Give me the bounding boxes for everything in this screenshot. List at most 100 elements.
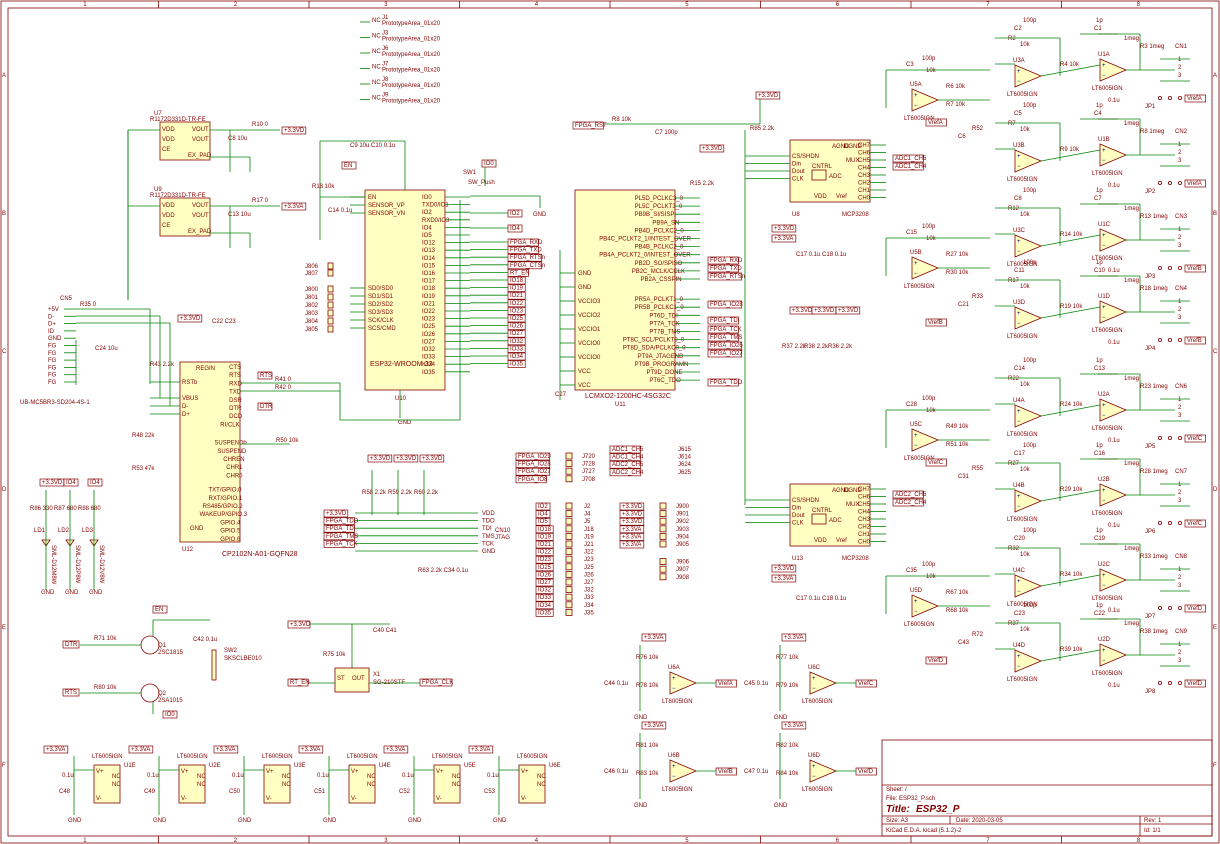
opamp-plus: + — [914, 93, 918, 99]
channel-connector: CN2 — [1175, 129, 1188, 135]
fpga-pin: PB2C_MCLK/CCLK — [632, 269, 685, 275]
resistor: R12 — [1008, 206, 1020, 212]
opamp-ref: U5D — [910, 588, 923, 594]
adc-block: ADC — [829, 518, 842, 524]
jumper-ref: J805 — [305, 327, 319, 333]
resistor: 10k — [926, 408, 937, 414]
jumper-ref: J32 — [584, 588, 594, 594]
fpga-power-pin: GND — [578, 271, 592, 277]
capacitor: C27 — [555, 392, 567, 398]
svg-text:IO0: IO0 — [484, 161, 494, 167]
opamp-ref: U3D — [1013, 300, 1026, 306]
sw2-value: SKSCLBE010 — [224, 656, 262, 662]
esp32-net: IO18 — [510, 278, 524, 284]
resistor: R27 — [1008, 461, 1020, 467]
opamp-minus: − — [1017, 419, 1021, 425]
opamp-minus: − — [1102, 413, 1106, 419]
capacitor: C6 — [958, 134, 966, 140]
nc-mark: NC — [372, 65, 381, 71]
jumper-ref: JP5 — [1145, 444, 1156, 450]
adc-pin: CS/SHDN — [792, 498, 819, 504]
power-net: +3.3VA — [774, 236, 793, 242]
opamp-value: LT6005IGN — [1092, 511, 1123, 517]
capacitor: 100p — [922, 224, 936, 230]
channel-connector: CN9 — [1175, 629, 1188, 635]
power-net: +3.3VA — [131, 747, 150, 753]
esp32-pin: RXD0/IO3 — [422, 218, 450, 224]
opamp-ref: U1B — [1098, 137, 1110, 143]
svg-text:C40 C41: C40 C41 — [373, 628, 397, 634]
opamp-channels: +−U1ALT6005IGN+−U3ALT6005IGNCN11231pC11m… — [885, 18, 1206, 695]
capacitor: C22 C23 — [212, 319, 236, 325]
usb-pin: D+ — [182, 412, 190, 418]
usb-conn-pin: ID — [48, 329, 55, 335]
opamp-value: LT6005IGN — [662, 699, 693, 705]
svg-text:+3.3VD: +3.3VD — [290, 622, 311, 628]
esp32-pin: IO25 — [422, 324, 436, 330]
usb-conn-ref: CN5 — [60, 296, 73, 302]
power-unit-ref: U6E — [549, 763, 561, 769]
jtag-pin: TDI — [482, 526, 492, 532]
usb-value: CP2102N-A01-GQFN28 — [222, 551, 298, 558]
usb-pin: GPIO.5 — [220, 529, 241, 535]
jumper-ref: J804 — [305, 319, 319, 325]
adc-pin: CLK — [792, 177, 804, 183]
fpga-pin: PT7B_TMS — [649, 330, 680, 336]
esp32-pin: SD1/SD1 — [368, 294, 394, 300]
frame-row-right-C: C — [1213, 349, 1218, 355]
fpga-net: FPGA_IO27 — [710, 351, 743, 357]
jtag-pin: GND — [482, 549, 496, 555]
io-net: IO5 — [538, 519, 548, 525]
opamp-ref: U2C — [1098, 562, 1111, 568]
opamp-minus: − — [1102, 498, 1106, 504]
resistor: R43 2.2k — [150, 362, 175, 368]
capacitor: C4 — [1094, 111, 1102, 117]
fpga-pin: PT7A_TCK — [649, 321, 679, 327]
reg-pin: VOUT — [192, 203, 209, 209]
opamp-minus: − — [914, 271, 918, 277]
io-net: IO34 — [538, 603, 552, 609]
opamp-minus: − — [914, 103, 918, 109]
jtag-pin: TCK — [482, 541, 494, 547]
opamp-plus: + — [914, 261, 918, 267]
channel-connector: CN1 — [1175, 44, 1188, 50]
net-rts: RTS — [260, 373, 272, 379]
esp32-pin: SENSOR_VN — [368, 211, 405, 217]
frame-col-2: 2 — [234, 2, 238, 8]
fpga-pin: PT8C_SCL/PCLKT0_0 — [623, 338, 685, 344]
power-net: +3.3VD — [396, 456, 417, 462]
capacitor: 0.1u — [232, 773, 244, 779]
tb-tool: KiCad E.D.A. kicad (5.1.2)-2 — [886, 828, 962, 834]
esp32-pin: IO2 — [422, 210, 432, 216]
resistor: R27 10k — [946, 252, 969, 258]
fpga-net: FPGA_RXD — [710, 258, 743, 264]
resistor: 1meg — [1124, 206, 1139, 212]
resistor: R17 0 — [252, 198, 269, 204]
frame-col-bottom-5: 5 — [685, 838, 689, 844]
pin: V- — [181, 796, 187, 802]
opamp-minus: − — [1102, 315, 1106, 321]
frame-row-C: C — [2, 349, 7, 355]
pin-num: 1 — [1178, 567, 1182, 573]
opamp-minus: − — [914, 443, 918, 449]
io-net: IO4 — [538, 512, 548, 518]
fpga-pin: PR5B_PCLKC1_0 — [635, 305, 685, 311]
vref-net: VrefD — [928, 658, 944, 664]
connector-ref: J6 — [382, 46, 389, 52]
pin-num: 2 — [1178, 405, 1182, 411]
pin-num: 3 — [1178, 658, 1182, 664]
pin: NC — [452, 782, 461, 788]
capacitor: C14 — [1014, 366, 1026, 372]
led-value: SML-D12M8W — [50, 545, 56, 585]
esp32-net: IO21 — [510, 293, 524, 299]
adc-pin: CS/SHDN — [792, 154, 819, 160]
opamp-plus: + — [1017, 409, 1021, 415]
opamp-value: LT6005IGN — [802, 787, 833, 793]
channel-connector: CN3 — [1175, 214, 1188, 220]
usb-pin: DSR — [229, 398, 242, 404]
vref-out: VrefB — [718, 769, 733, 775]
power-net: +3.3VD — [622, 512, 643, 518]
opamp-value: LT6005IGN — [1007, 262, 1038, 268]
